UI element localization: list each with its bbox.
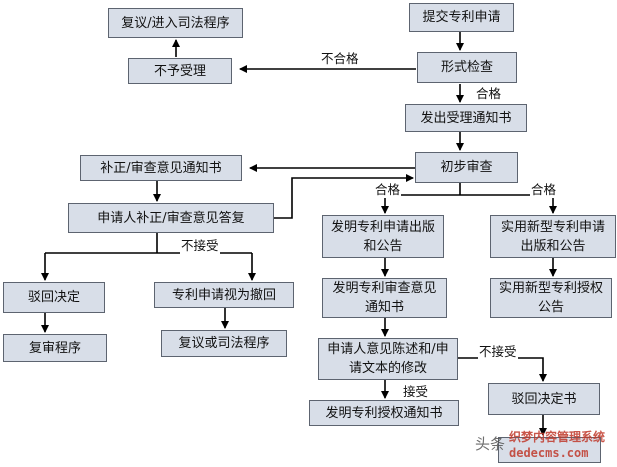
deemed-withdrawn-box: 专利申请视为撤回 (154, 282, 294, 308)
reexamination-box: 复审程序 (3, 334, 107, 362)
watermark-line2: dedecms.com (509, 446, 589, 460)
review-or-judicial-box: 复议或司法程序 (161, 330, 287, 357)
label-fail: 不合格 (320, 48, 360, 67)
label-pass-utility: 合格 (530, 179, 558, 198)
invention-grant-notice-box: 发明专利授权通知书 (309, 400, 459, 426)
label-not-accept-statement: 不接受 (478, 341, 518, 360)
invention-opinion-notice-box: 发明专利审查意见通知书 (322, 278, 447, 318)
applicant-statement-box: 申请人意见陈述和/申请文本的修改 (318, 338, 458, 380)
label-pass-invention: 合格 (374, 179, 402, 198)
final-box (498, 437, 601, 463)
utility-publication-box: 实用新型专利申请出版和公告 (490, 215, 616, 258)
label-accept: 接受 (402, 381, 430, 400)
label-pass-acceptance: 合格 (475, 83, 503, 102)
watermark-prefix: 头条 (475, 435, 506, 453)
rejection-decision-box: 驳回决定 (3, 282, 105, 313)
rejection-notice-box: 驳回决定书 (488, 383, 600, 415)
label-not-accept-reply: 不接受 (180, 235, 220, 254)
not-accepted-box: 不予受理 (128, 58, 232, 84)
review-judicial-box: 复议/进入司法程序 (108, 8, 243, 38)
applicant-reply-box: 申请人补正/审查意见答复 (68, 203, 274, 233)
submit-application-box: 提交专利申请 (409, 3, 514, 32)
preliminary-exam-box: 初步审查 (415, 152, 518, 183)
correction-notice-box: 补正/审查意见通知书 (80, 155, 242, 181)
acceptance-notice-box: 发出受理通知书 (405, 104, 527, 132)
utility-grant-box: 实用新型专利授权公告 (490, 278, 612, 318)
arrow-reply-to-preliminary (274, 174, 414, 219)
invention-publication-box: 发明专利申请出版和公告 (322, 215, 444, 258)
watermark: 头条 织梦内容管理系统 dedecms.com (471, 428, 617, 467)
formal-check-box: 形式检查 (417, 52, 517, 83)
watermark-line1: 织梦内容管理系统 (509, 430, 606, 444)
arrow-statement-to-rejection-notice (458, 357, 547, 382)
